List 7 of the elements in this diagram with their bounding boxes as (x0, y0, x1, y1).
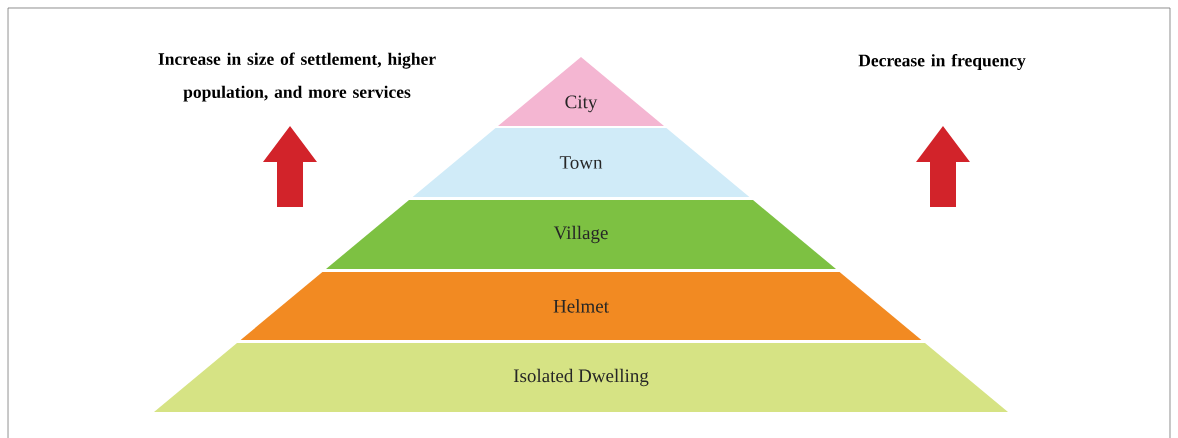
caption-text: Increase in size of settlement, higher population, and more services (158, 52, 436, 102)
caption-text: Decrease in frequency (858, 53, 1026, 71)
pyramid-band: Village (326, 200, 836, 269)
pyramid-band: Helmet (240, 272, 922, 340)
pyramid-band: Town (412, 128, 750, 197)
pyramid-top: City (498, 57, 664, 126)
pyramid-band: Isolated Dwelling (154, 343, 1008, 412)
